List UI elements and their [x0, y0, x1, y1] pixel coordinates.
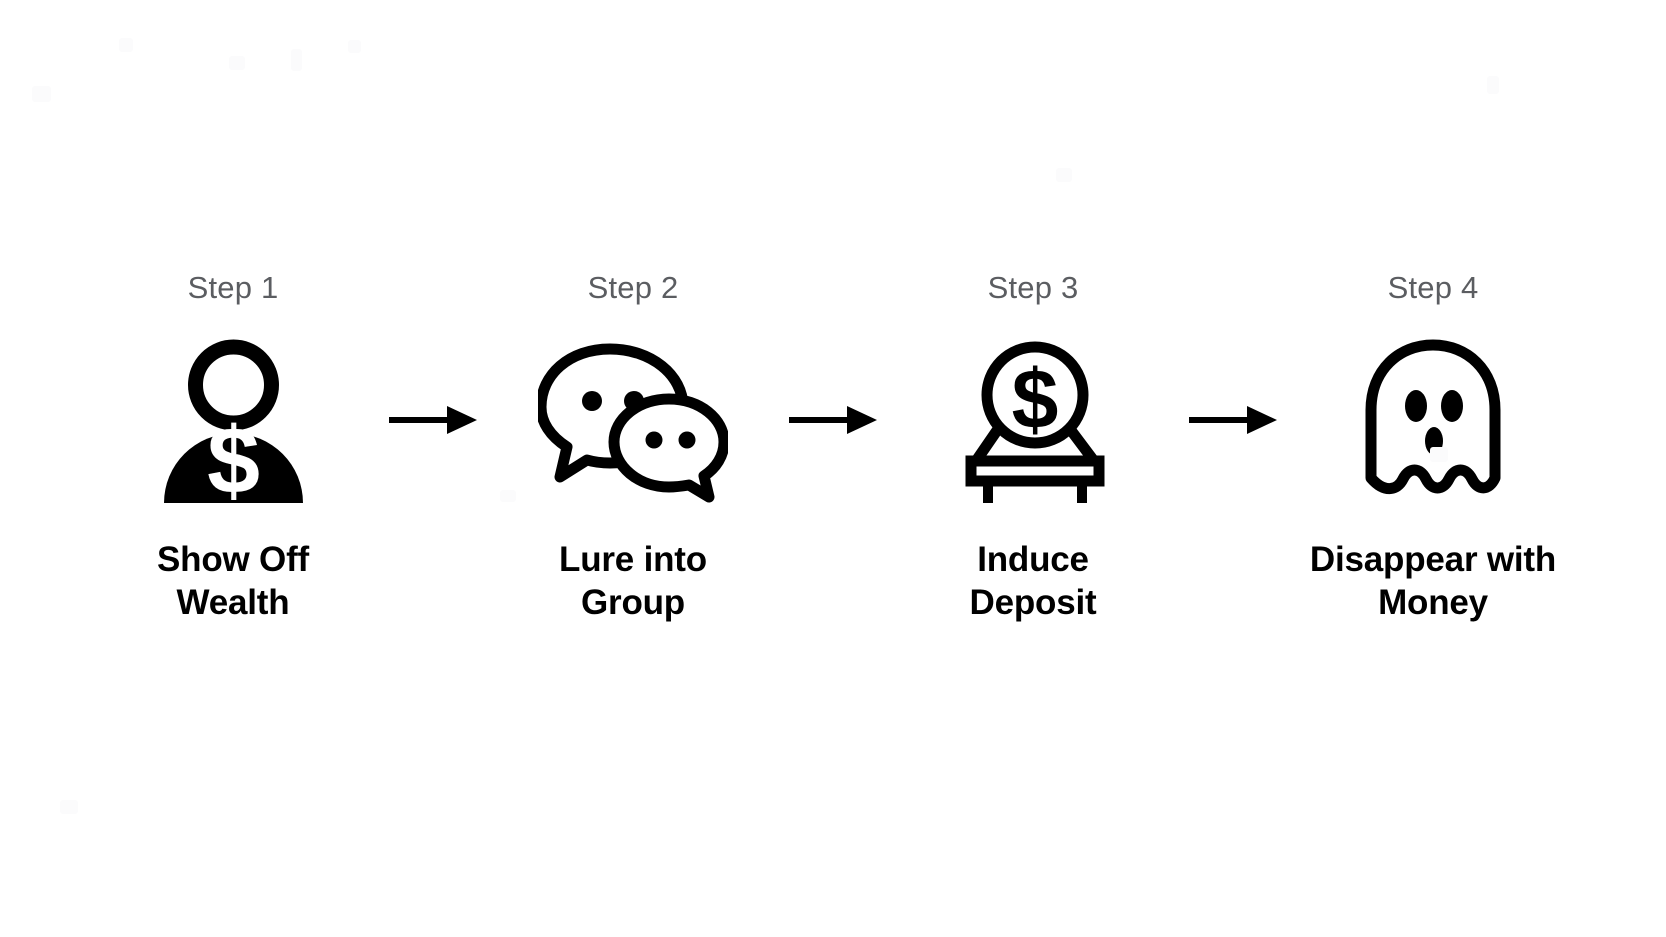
- background-artifact: [291, 49, 302, 71]
- step-2-label-line2: Group: [581, 583, 685, 622]
- step-1: Step 1 $ Show Off Wealth: [88, 272, 378, 624]
- step-3-label-line2: Deposit: [969, 583, 1097, 622]
- step-2-number: Step 2: [587, 270, 679, 306]
- background-artifact: [32, 86, 51, 102]
- step-3-number: Step 3: [987, 270, 1079, 306]
- arrow-right-icon: [789, 406, 877, 435]
- step-3-label: Induce Deposit: [970, 539, 1097, 624]
- step-4: Step 4 Disappear with Money: [1288, 272, 1578, 624]
- step-1-label: Show Off Wealth: [157, 539, 309, 624]
- step-2-label: Lure into Group: [559, 539, 707, 624]
- step-1-number: Step 1: [187, 270, 279, 306]
- step-4-label-line1: Disappear with: [1309, 540, 1557, 580]
- person-with-dollar-icon: $: [138, 325, 328, 515]
- background-artifact: [1056, 168, 1072, 182]
- step-3: Step 3 $ Induce Deposit: [888, 272, 1178, 624]
- background-artifact: [1487, 76, 1499, 94]
- arrow-right-icon: [1189, 406, 1277, 435]
- background-artifact: [348, 40, 361, 53]
- step-4-number: Step 4: [1387, 270, 1479, 306]
- connector-3: [1178, 325, 1288, 515]
- step-2-label-line1: Lure into: [559, 540, 707, 580]
- step-2: Step 2 Lure into Group: [488, 272, 778, 624]
- step-1-label-line1: Show Off: [157, 540, 309, 580]
- ghost-icon: [1338, 325, 1528, 515]
- coin-on-table-icon: $: [938, 325, 1128, 515]
- step-4-label: Disappear with Money: [1310, 539, 1556, 624]
- step-1-label-line2: Wealth: [176, 583, 290, 622]
- background-artifact: [229, 56, 245, 70]
- connector-2: [778, 325, 888, 515]
- process-flow: Step 1 $ Show Off Wealth Step 2: [88, 272, 1578, 624]
- svg-text:$: $: [1012, 352, 1059, 446]
- connector-1: [378, 325, 488, 515]
- wechat-chat-bubbles-icon: [538, 325, 728, 515]
- arrow-right-icon: [389, 406, 477, 435]
- background-artifact: [119, 38, 133, 52]
- step-3-label-line1: Induce: [977, 540, 1089, 580]
- background-artifact: [60, 800, 78, 814]
- step-4-label-line2: Money: [1378, 583, 1488, 622]
- svg-text:$: $: [207, 408, 260, 503]
